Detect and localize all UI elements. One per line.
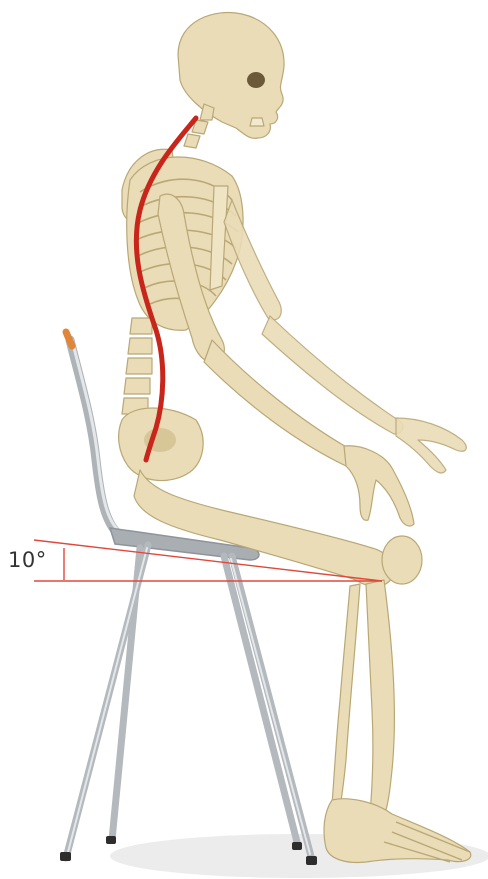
tibia	[366, 580, 394, 816]
fibula	[332, 584, 360, 806]
lumbar-spine	[122, 318, 152, 414]
chair-leg-back-right	[224, 556, 298, 846]
patella	[382, 536, 422, 584]
hand	[344, 446, 414, 526]
seated-skeleton-icon	[119, 13, 471, 863]
far-hand	[396, 418, 466, 473]
angle-label: 10°	[8, 548, 47, 572]
forearm	[204, 340, 354, 466]
femur	[134, 470, 394, 587]
foot	[324, 799, 471, 863]
